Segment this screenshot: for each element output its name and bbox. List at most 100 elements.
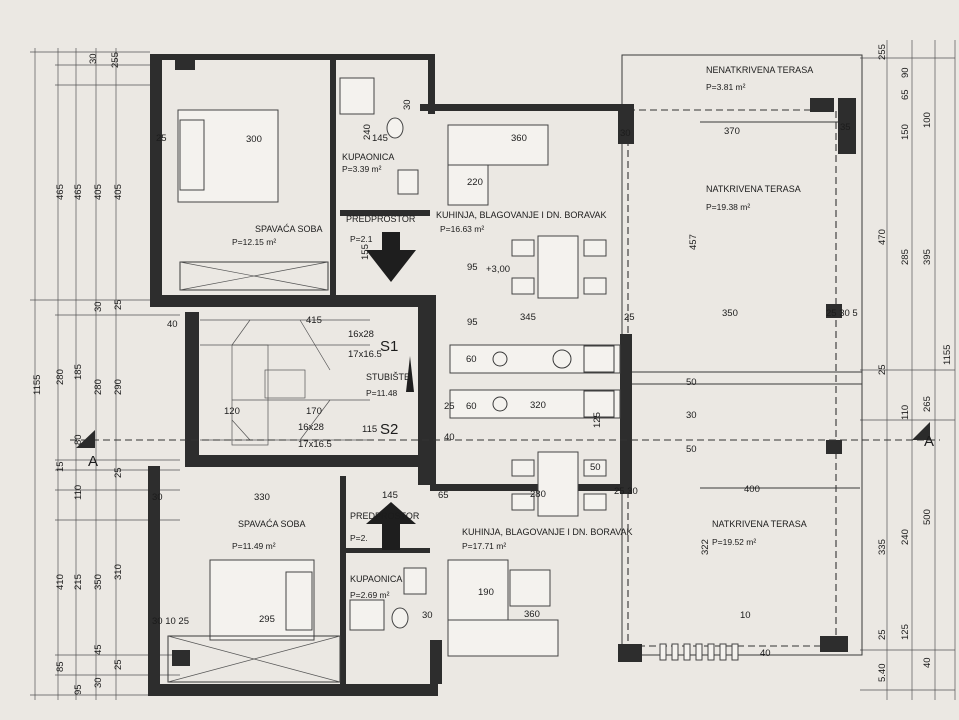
dim-30-t: 30 <box>686 410 697 421</box>
room-kitchen-lower-area: P=17.71 m² <box>462 541 506 551</box>
dim-50-c: 50 <box>590 462 601 473</box>
right-dimension-lines <box>860 40 956 700</box>
dim-16x28-a: 16x28 <box>348 329 374 340</box>
dim-25-30-5: 25 30 5 <box>826 308 858 319</box>
dim-1155-left: 1155 <box>32 375 43 395</box>
dim-290: 290 <box>113 379 124 395</box>
dim-30-bl: 30 <box>152 492 163 503</box>
dim-120: 120 <box>224 406 240 417</box>
dim-170: 170 <box>306 406 322 417</box>
entry-arrow-upper <box>366 250 416 282</box>
dim-65: 65 <box>900 89 911 100</box>
section-label-left: A <box>88 453 98 470</box>
dim-25-30: 25 30 <box>614 486 638 497</box>
dim-110: 110 <box>73 485 84 500</box>
dim-17x16-5-a: 17x16.5 <box>348 349 382 360</box>
dim-190: 190 <box>478 587 494 598</box>
dim-25-bed: 25 <box>156 133 167 144</box>
room-bath-lower-area: P=2.69 m² <box>350 590 390 600</box>
room-stairwell-area: P=11.48 <box>366 388 398 398</box>
room-hall-upper-area: P=2.1 <box>350 234 373 244</box>
dim-30-bath: 30 <box>422 610 433 621</box>
dim-470: 470 <box>877 229 888 245</box>
furniture <box>167 77 739 683</box>
dim-240-v: 240 <box>362 124 373 140</box>
dim-145-u: 145 <box>372 133 388 144</box>
room-covered-terrace-upper-area: P=19.38 m² <box>706 202 750 212</box>
dim-215: 215 <box>73 574 84 590</box>
room-hall-upper-name: PREDPROSTOR <box>346 214 416 224</box>
dim-410: 410 <box>55 574 66 590</box>
room-bath-upper-name: KUPAONICA <box>342 152 394 162</box>
room-bedroom-upper-area: P=12.15 m² <box>232 237 276 247</box>
dim-350-t: 350 <box>722 308 738 319</box>
dim-40-t: 40 <box>760 648 771 659</box>
dim-280-b: 280 <box>93 379 104 395</box>
dim-30-v: 30 <box>402 99 413 110</box>
dim-40-s: 40 <box>167 319 178 330</box>
dim-400: 400 <box>744 484 760 495</box>
dim-5-40: 5.40 <box>877 664 888 683</box>
dim-15: 15 <box>55 461 66 472</box>
dim-415: 415 <box>306 315 322 326</box>
dim-125-v: 125 <box>592 412 603 428</box>
room-stairwell-name: STUBIŠTE <box>366 372 410 382</box>
dim-40-s2: 40 <box>444 432 455 443</box>
dim-25-s: 25 <box>444 401 455 412</box>
dim-310: 310 <box>113 564 124 580</box>
dim-320: 320 <box>530 400 546 411</box>
dim-65: 65 <box>438 490 449 501</box>
dim-30-mid: 30 <box>93 301 104 312</box>
dim-125: 125 <box>900 624 911 640</box>
dim-90: 90 <box>900 67 911 78</box>
dim-60-a: 60 <box>466 354 477 365</box>
dim-185: 185 <box>73 364 84 380</box>
dim-60-b: 60 <box>466 401 477 412</box>
dim-25-mid: 25 <box>113 299 124 310</box>
dim-115: 115 <box>362 424 377 435</box>
dim-95: 95 <box>73 684 84 695</box>
room-bedroom-lower-area: P=11.49 m² <box>232 541 276 551</box>
room-kitchen-upper-area: P=16.63 m² <box>440 224 484 234</box>
dim-280-a: 280 <box>55 369 66 385</box>
dim-30-bot: 30 <box>93 677 104 688</box>
dim-30-k: 30 <box>620 128 631 139</box>
dim-45: 45 <box>93 644 104 655</box>
dim-295: 295 <box>259 614 275 625</box>
room-covered-terrace-lower-area: P=19.52 m² <box>712 537 756 547</box>
dim-457: 457 <box>688 234 699 250</box>
room-bath-lower-name: KUPAONICA <box>350 574 402 584</box>
dim-465-a: 465 <box>55 184 66 200</box>
room-bedroom-upper-name: SPAVAĆA SOBA <box>255 224 323 234</box>
dim-255-top: 255 <box>110 52 121 68</box>
dim-280: 280 <box>530 489 546 500</box>
dim-145-l: 145 <box>382 490 398 501</box>
dim-80: 80 <box>73 434 84 445</box>
dim-335: 335 <box>877 539 888 555</box>
section-arrow-right <box>912 422 930 440</box>
dim-255-r: 255 <box>877 44 888 60</box>
dim-25-bot: 25 <box>113 659 124 670</box>
dim-16x28-b: 16x28 <box>298 422 324 433</box>
stair-direction-arrow <box>406 356 414 392</box>
dim-40-r: 40 <box>922 657 933 668</box>
dim-85: 85 <box>55 661 66 672</box>
dim-345: 345 <box>520 312 536 323</box>
dim-25-r2: 25 <box>877 629 888 640</box>
dim-220: 220 <box>467 177 483 188</box>
dim-25-low: 25 <box>113 467 124 478</box>
dim-465-b: 465 <box>73 184 84 200</box>
room-covered-terrace-lower-name: NATKRIVENA TERASA <box>712 519 807 529</box>
dim-300: 300 <box>246 134 262 145</box>
dim-322: 322 <box>700 539 711 555</box>
dim-35: 35 <box>840 122 851 133</box>
dim-405-a: 405 <box>93 184 104 200</box>
dim-1155-right: 1155 <box>942 345 953 365</box>
dim-265: 265 <box>922 396 933 412</box>
entry-arrow-lower <box>366 502 416 524</box>
dim-285: 285 <box>900 249 911 265</box>
dim-50-b: 50 <box>686 444 697 455</box>
interior-vertical-dimensions: 457 322 240 155 30 125 <box>360 99 711 555</box>
dim-30-top: 30 <box>88 53 99 64</box>
